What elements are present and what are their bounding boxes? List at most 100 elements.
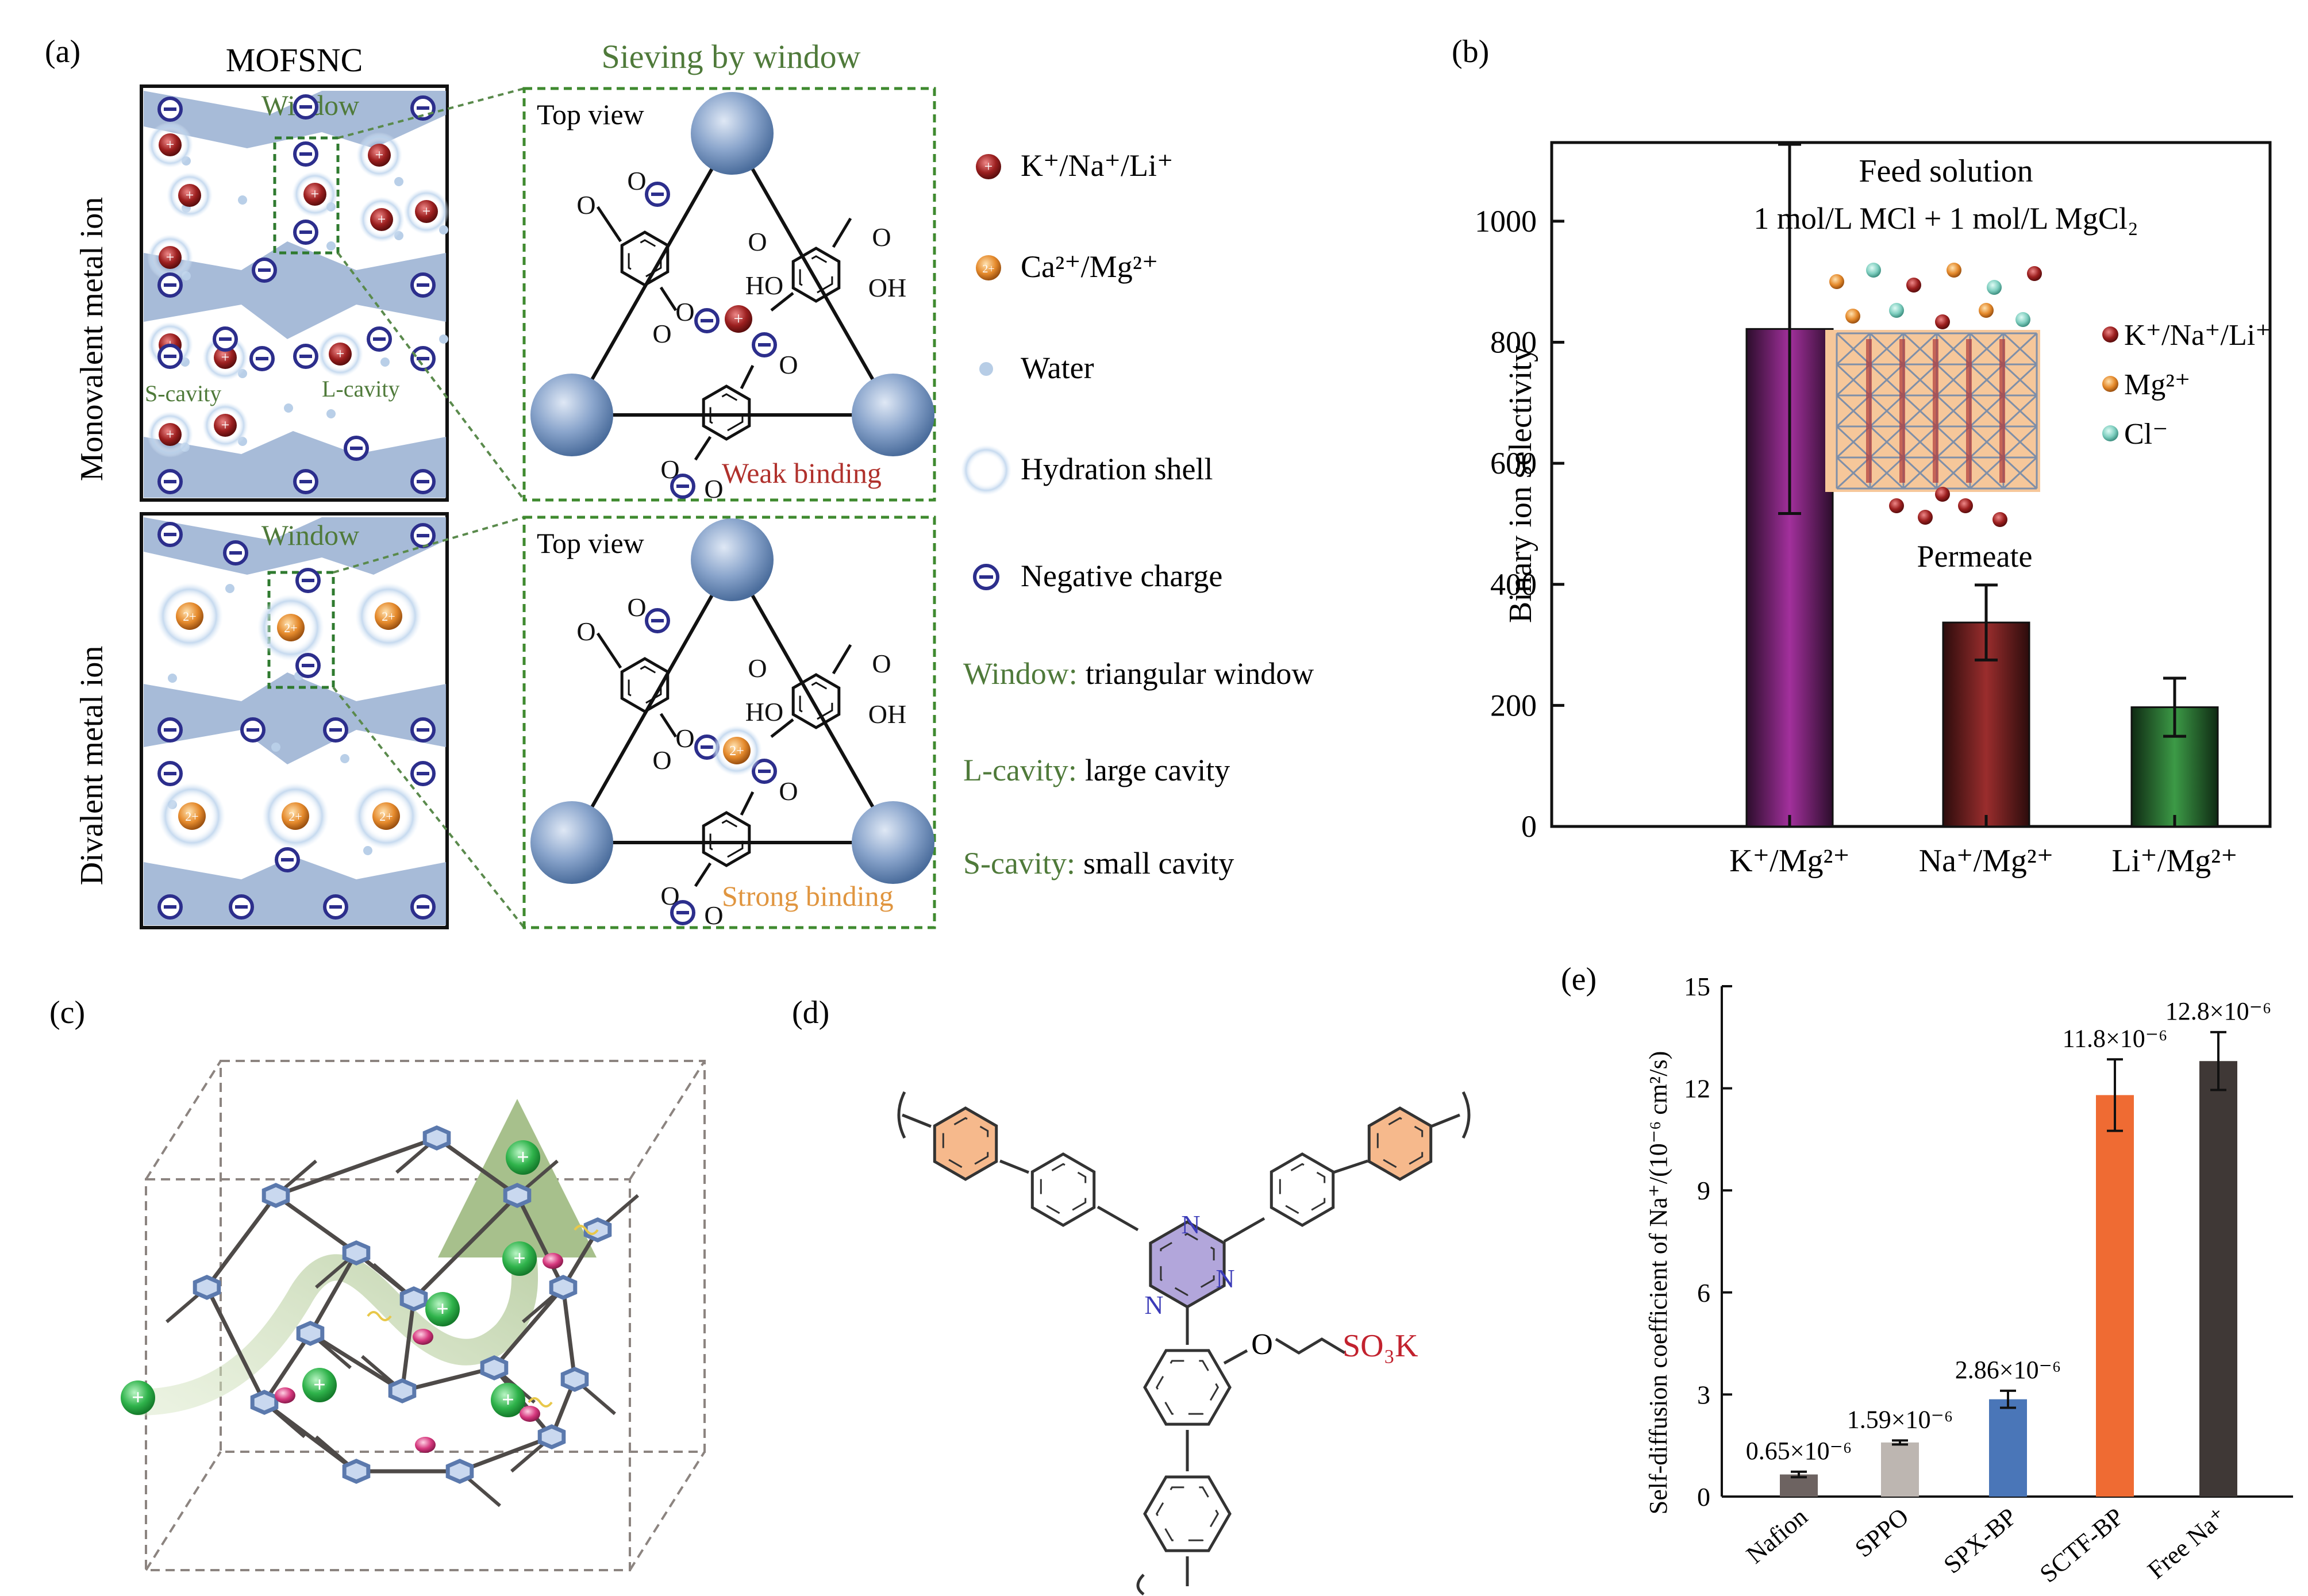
anion [275,1387,295,1403]
inset-legend-cl: Cl⁻ [2124,418,2168,451]
ion-charge-label: 2+ [982,263,994,275]
anion [543,1253,563,1269]
chem-atom-label: OH [868,273,906,302]
metal-node [691,518,774,601]
negative-charge-icon [752,332,777,357]
legend-monovalent: K⁺/Na⁺/Li⁺ [1021,148,1173,183]
y-tick-label: 3 [1697,1380,1710,1409]
cation-charge-label: + [513,1247,526,1271]
chem-atom-label: O [652,319,671,348]
negative-charge-icon [670,900,695,925]
benzene-ring-icon [702,811,751,867]
l-cavity-label: L-cavity [322,376,400,402]
bar [1989,1399,2027,1497]
panel-c-label: (c) [49,995,85,1030]
negative-charge-icon [223,540,248,566]
divalent-ion-icon [976,255,1001,280]
x-tick-label: Free Na⁺ [2142,1502,2233,1585]
metal-node [530,801,613,884]
panel-a: (a) MOFSNC Sieving by window Monovalent … [45,34,1314,930]
panel-b: (b) Binary ion selectivity 0200400600800… [1452,34,2272,879]
x-tick-label: Na⁺/Mg²⁺ [1919,843,2054,879]
legend-negative-charge: Negative charge [1021,559,1222,593]
chart-b-ylabel: Binary ion selectivity [1503,346,1538,623]
y-tick-label: 12 [1684,1074,1710,1103]
legend-hydration-shell: Hydration shell [1021,452,1213,486]
negative-charge-icon [344,436,369,461]
chem-atom-label: O [576,617,595,646]
ion-charge-label: 2+ [729,744,744,759]
y-tick-label: 600 [1490,446,1537,480]
panel-c-ions: ++++++ [121,1140,599,1453]
chem-atom-label: O [704,901,723,930]
ion-charge-label: 2+ [288,809,302,824]
definition-term: L-cavity: [963,753,1077,787]
top-view-label-2: Top view [537,527,644,559]
monovalent-ion: + [356,132,402,178]
x-tick-label: SPX-BP [1938,1502,2022,1579]
cation-charge-label: + [132,1386,144,1410]
ion-charge-label: + [166,426,175,443]
divalent-ion: 2+ [159,783,225,849]
x-tick-label: Nafion [1741,1502,1813,1569]
inset-legend-monovalent: K⁺/Na⁺/Li⁺ [2124,319,2271,352]
chem-atom-label: O [872,649,891,678]
data-label: 11.8×10⁻⁶ [2063,1024,2168,1052]
benzene-ring-icon [480,1355,509,1380]
window-label-bottom: Window [261,519,359,551]
water-icon [979,362,993,376]
sieving-title: Sieving by window [601,38,860,75]
panel-a-label: (a) [45,34,80,70]
x-tick-label: SPPO [1849,1502,1914,1563]
chem-atom-label: O [627,593,646,622]
panel-e-label: (e) [1561,962,1597,997]
benzene-ring-icon [445,1459,474,1484]
ion-charge-label: + [375,147,384,163]
chart-e-ylabel: Self-diffusion coefficient of Na⁺/(10⁻⁶ … [1644,1051,1672,1514]
monovalent-ion: + [359,197,405,243]
bar [2096,1095,2134,1497]
chart-e-plot: 036912150.65×10⁻⁶Nafion1.59×10⁻⁶SPPO2.86… [1684,972,2293,1588]
ion-charge-label: + [336,345,345,362]
negative-charge-icon [323,717,348,743]
negative-charge-icon [157,894,183,920]
chem-atom-label: O [779,350,798,379]
negative-charge-icon [410,346,436,371]
negative-charge-icon [293,94,318,120]
benzene-ring-icon [261,1183,290,1208]
definition-term: S-cavity: [963,846,1075,880]
negative-charge-icon [157,97,183,122]
y-tick-label: 1000 [1475,204,1537,239]
cation: + [121,1380,155,1415]
cation-charge-label: + [517,1145,529,1170]
negative-charge-icon [752,759,777,784]
monovalent-ion: + [147,234,193,280]
s-cavity-label: S-cavity [145,380,221,406]
monovalent-ion: + [317,331,363,377]
y-tick-label: 200 [1490,688,1537,722]
chem-atom-label: O [748,227,767,256]
benzene-ring-icon [503,1183,532,1208]
negative-charge-icon [249,346,275,371]
negative-charge-icon [157,717,183,743]
y-tick-label: 9 [1697,1176,1710,1205]
negative-charge-icon [229,894,254,920]
y-tick-label: 15 [1684,972,1710,1001]
oxygen-atom: O [1251,1328,1273,1361]
data-label: 2.86×10⁻⁶ [1955,1356,2061,1384]
negative-charge-icon [367,326,392,352]
benzene-ring-icon [193,1275,221,1300]
inset-permeate: Permeate [1917,539,2033,574]
benzene-ring-icon [620,230,670,287]
divalent-ion: 2+ [257,594,324,661]
ion-charge-label: + [166,249,175,266]
ion-charge-label: + [984,158,993,175]
weak-binding-label: Weak binding [722,457,882,489]
negative-charge-icon [293,344,318,369]
monovalent-ion: + [403,189,449,234]
monovalent-ion-icon [2102,326,2118,343]
legend-water: Water [1021,351,1094,385]
